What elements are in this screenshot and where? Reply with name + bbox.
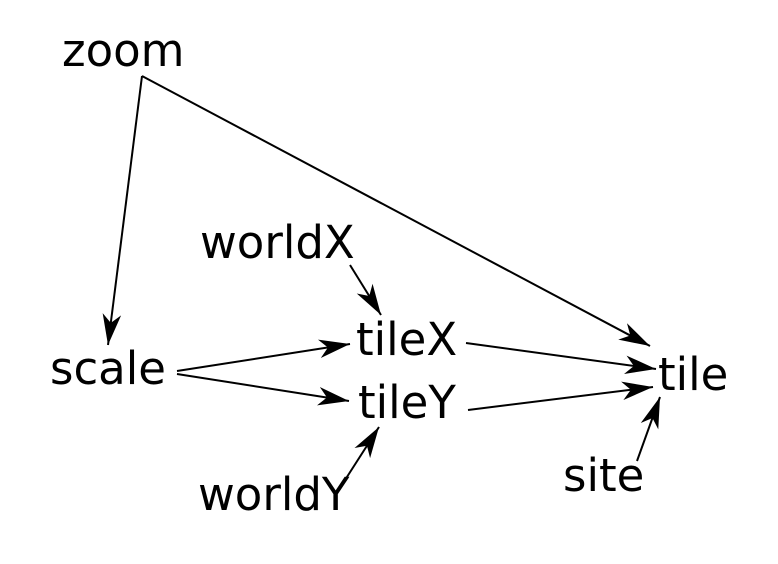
edge-scale-to-tileY	[176, 373, 350, 406]
node-label-tileY: tileY	[358, 376, 456, 429]
edges-layer	[102, 75, 661, 481]
node-label-worldY: worldY	[198, 468, 350, 521]
edge-tileY-to-tile	[467, 381, 654, 411]
edge-zoom-to-scale	[102, 75, 143, 346]
node-label-tile: tile	[658, 348, 728, 401]
node-label-site: site	[563, 449, 644, 502]
node-label-scale: scale	[50, 342, 166, 395]
node-label-zoom: zoom	[62, 24, 185, 77]
edge-tileX-to-tile	[465, 342, 657, 375]
edge-worldX-to-tileX	[349, 264, 382, 316]
nodes-layer: zoom worldX scale tileX tileY tile worldY site	[50, 24, 728, 521]
node-label-tileX: tileX	[356, 313, 457, 366]
edge-worldY-to-tileY	[344, 426, 380, 481]
edge-site-to-tile	[636, 396, 661, 462]
edge-scale-to-tileX	[176, 339, 351, 372]
edge-zoom-to-tile	[141, 75, 651, 347]
node-label-worldX: worldX	[200, 216, 355, 269]
